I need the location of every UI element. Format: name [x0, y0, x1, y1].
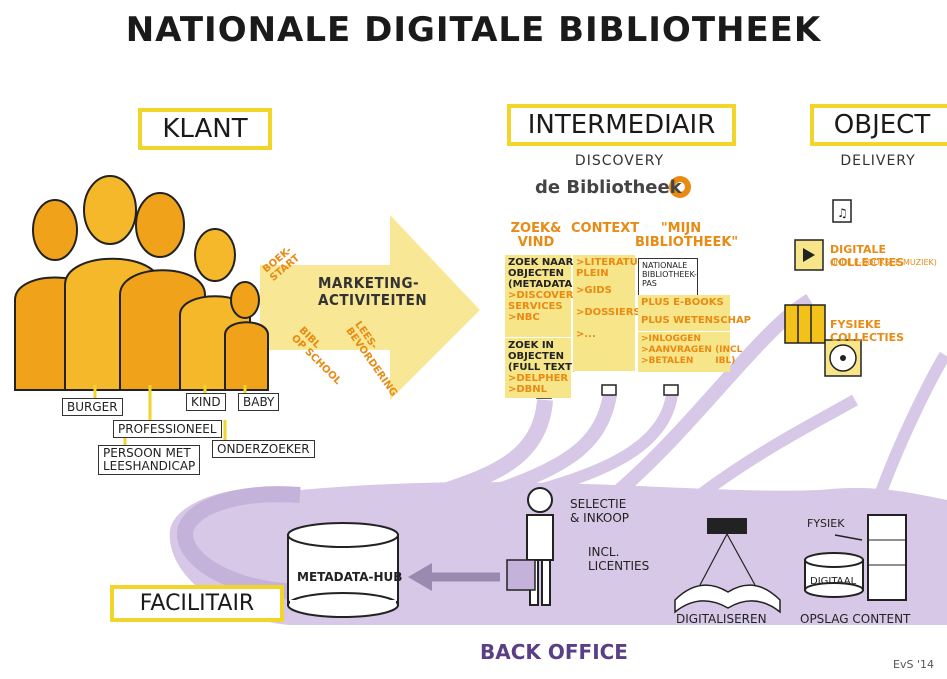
- tag-persoon-met-leeshandicap: PERSOON MET LEESHANDICAP: [98, 445, 201, 475]
- intermediair-subtitle: DISCOVERY: [574, 153, 665, 169]
- bibliotheek-brand: de Bibliotheek: [535, 177, 682, 198]
- card-dossiers: >DOSSIERS: [573, 305, 641, 327]
- card-main: NATIONALE BIBLIOTHEEK- PAS: [642, 261, 697, 288]
- metadata-hub-label: METADATA-HUB: [297, 570, 403, 584]
- tag-burger: BURGER: [62, 398, 123, 416]
- card-bibliotheekpas: NATIONALE BIBLIOTHEEK- PAS: [638, 258, 698, 296]
- opslag-content-label: OPSLAG CONTENT: [800, 612, 911, 626]
- card-zoek-in-objecten: ZOEK IN OBJECTEN (FULL TEXT) >DELPHER >D…: [505, 338, 577, 398]
- branch-to-object-3: [874, 351, 947, 498]
- branch-to-intermediair-2: [467, 393, 617, 507]
- card-literatuurplein: >LITERATUUR- PLEIN: [573, 255, 658, 283]
- people-group: [14, 175, 269, 391]
- signature: EvS '14: [893, 658, 934, 671]
- marketing-label: MARKETING- ACTIVITEITEN: [318, 274, 428, 309]
- storage-icon: [804, 514, 907, 601]
- card-sub: PLUS E-BOOKS: [641, 297, 724, 308]
- metadata-hub-cylinder-icon: [287, 522, 399, 618]
- card-plus-ebooks: PLUS E-BOOKS: [638, 295, 730, 313]
- card-sub: >DELPHER >DBNL: [508, 373, 569, 395]
- card-plus-wetenschap: PLUS WETENSCHAP: [638, 313, 752, 331]
- tag-kind: KIND: [186, 393, 226, 411]
- column-head-mijn-bibliotheek: "MIJN BIBLIOTHEEK": [635, 221, 739, 250]
- digitaliseren-label: DIGITALISEREN: [676, 612, 767, 626]
- klant-header: KLANT: [138, 108, 272, 150]
- back-office-title: BACK OFFICE: [480, 640, 628, 664]
- tag-baby: BABY: [238, 393, 280, 411]
- object-subtitle: DELIVERY: [840, 153, 916, 169]
- digitale-collecties-sub: (INCL E-BOOKS, E-MUZIEK): [830, 258, 937, 267]
- intermediair-header: INTERMEDIAIR: [507, 104, 736, 146]
- marketing-arrow: [260, 215, 480, 400]
- card-gids: >GIDS: [573, 283, 635, 305]
- card-sub: >DOSSIERS: [576, 307, 641, 318]
- card-sub: PLUS WETENSCHAP: [641, 315, 752, 326]
- books-icon: [784, 304, 826, 344]
- branch-to-intermediair-3: [518, 393, 678, 501]
- card-main: ZOEK NAAR OBJECTEN (METADATA): [508, 257, 577, 290]
- page-title: NATIONALE DIGITALE BIBLIOTHEEK: [125, 10, 822, 50]
- card-inloggen: >INLOGGEN >AANVRAGEN (INCL >BETALEN IBL): [638, 332, 743, 372]
- card-sub: >INLOGGEN >AANVRAGEN (INCL >BETALEN IBL): [641, 334, 743, 366]
- card-sub: >GIDS: [576, 285, 612, 296]
- digitale-collecties-label: DIGITALE COLLECTIES: [830, 243, 905, 269]
- card-main: ZOEK IN OBJECTEN (FULL TEXT): [508, 340, 577, 373]
- svg-text:♫: ♫: [837, 206, 848, 220]
- person-figure-icon: [506, 487, 554, 606]
- column-head-context: CONTEXT: [571, 221, 640, 236]
- card-sub: >...: [576, 329, 596, 340]
- tag-professioneel: PROFESSIONEEL: [113, 420, 222, 438]
- card-sub: >LITERATUUR- PLEIN: [576, 257, 658, 279]
- music-file-icon: [832, 199, 852, 223]
- column-head-zoek-vind: ZOEK& VIND: [510, 221, 562, 250]
- facilitair-header: FACILITAIR: [110, 585, 284, 622]
- fysieke-collecties-label: FYSIEKE COLLECTIES: [830, 318, 905, 344]
- licenties-label: INCL. LICENTIES: [588, 545, 650, 573]
- tag-onderzoeker: ONDERZOEKER: [212, 440, 315, 458]
- object-header: OBJECT: [810, 104, 947, 146]
- fysiek-label: FYSIEK: [807, 517, 845, 530]
- card-more: >...: [573, 327, 635, 371]
- card-sub: >DISCOVERY SERVICES >NBC: [508, 290, 581, 323]
- branch-to-object-2: [696, 394, 858, 500]
- branch-to-intermediair-1: [417, 399, 553, 508]
- digitaal-label: DIGITAAL: [810, 576, 857, 587]
- back-office-loop: [177, 486, 301, 600]
- card-zoek-naar-objecten: ZOEK NAAR OBJECTEN (METADATA) >DISCOVERY…: [505, 255, 581, 337]
- selectie-label: SELECTIE & INKOOP: [570, 497, 630, 525]
- scanner-icon: [674, 518, 781, 614]
